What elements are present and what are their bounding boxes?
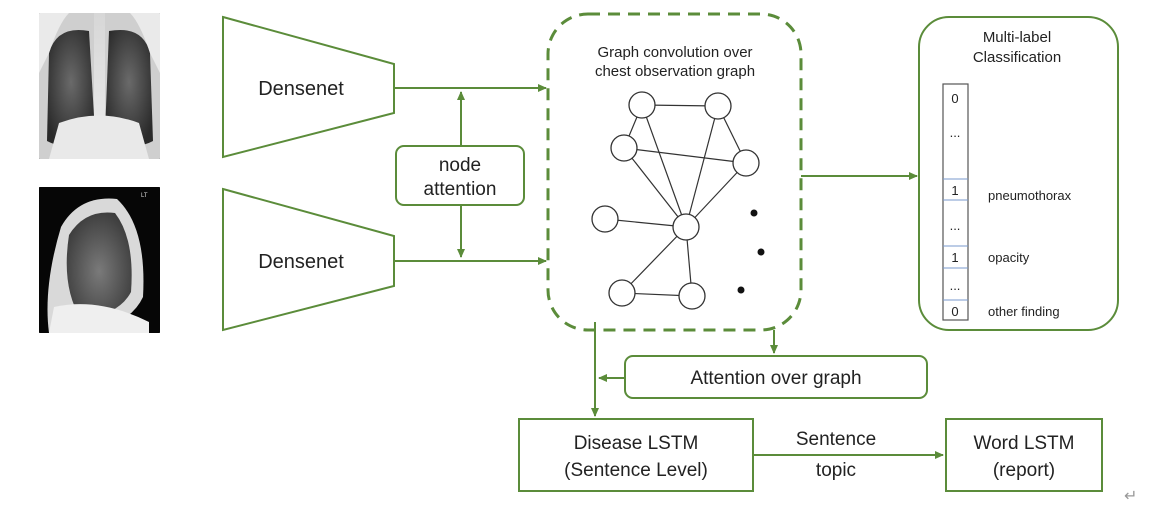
vector-cell-value: ... — [950, 278, 961, 293]
disease-lstm-line2: (Sentence Level) — [564, 460, 708, 481]
graph-node — [591, 205, 619, 233]
frontal-xray-image — [39, 13, 160, 159]
node-attention-line2: attention — [424, 179, 497, 200]
graph-node — [608, 279, 636, 307]
node-attention-line1: node — [439, 155, 481, 176]
vector-cell-value: ... — [950, 125, 961, 140]
sentence-topic-line1: Sentence — [796, 429, 876, 450]
graph-node — [732, 149, 760, 177]
word-lstm-line1: Word LSTM — [973, 433, 1074, 454]
densenet-bottom-label: Densenet — [258, 251, 344, 273]
label-vector — [942, 83, 969, 321]
graph-conv-title-line2: chest observation graph — [595, 63, 755, 80]
classification-title-line1: Multi-label — [983, 29, 1051, 46]
graph-node — [672, 213, 700, 241]
classification-title-line2: Classification — [973, 49, 1061, 66]
return-icon: ↵ — [1124, 486, 1138, 505]
graph-node — [628, 91, 656, 119]
finding-label-pneumothorax: pneumothorax — [988, 188, 1072, 203]
word-lstm-line2: (report) — [993, 460, 1055, 481]
graph-convolution-box — [546, 12, 803, 332]
vector-cell-value: 1 — [951, 183, 958, 198]
graph-conv-title-line1: Graph convolution over — [597, 44, 752, 61]
graph-node — [704, 92, 732, 120]
finding-label-other: other finding — [988, 304, 1060, 319]
node-attention-box — [395, 145, 525, 206]
vector-cell-value: 0 — [951, 304, 958, 319]
vector-cell-value: 1 — [951, 250, 958, 265]
sentence-topic-line2: topic — [816, 460, 856, 481]
graph-node — [610, 134, 638, 162]
graph-continuation-dots — [737, 209, 765, 294]
lateral-xray-image: LT — [39, 187, 160, 333]
densenet-top-shape — [222, 15, 395, 159]
densenet-bottom-shape — [222, 187, 395, 332]
classification-box — [918, 16, 1119, 331]
densenet-top-label: Densenet — [258, 78, 344, 100]
observation-graph-edges — [604, 104, 747, 297]
disease-lstm-box — [518, 418, 754, 492]
vector-cell-value: 0 — [951, 91, 958, 106]
finding-label-opacity: opacity — [988, 250, 1030, 265]
word-lstm-box — [945, 418, 1103, 492]
graph-node — [678, 282, 706, 310]
vector-cell-value: ... — [950, 218, 961, 233]
observation-graph-nodes — [591, 91, 760, 310]
disease-lstm-line1: Disease LSTM — [574, 433, 699, 454]
lateral-marker-text: LT — [141, 193, 148, 199]
attention-over-graph-label: Attention over graph — [690, 368, 861, 389]
